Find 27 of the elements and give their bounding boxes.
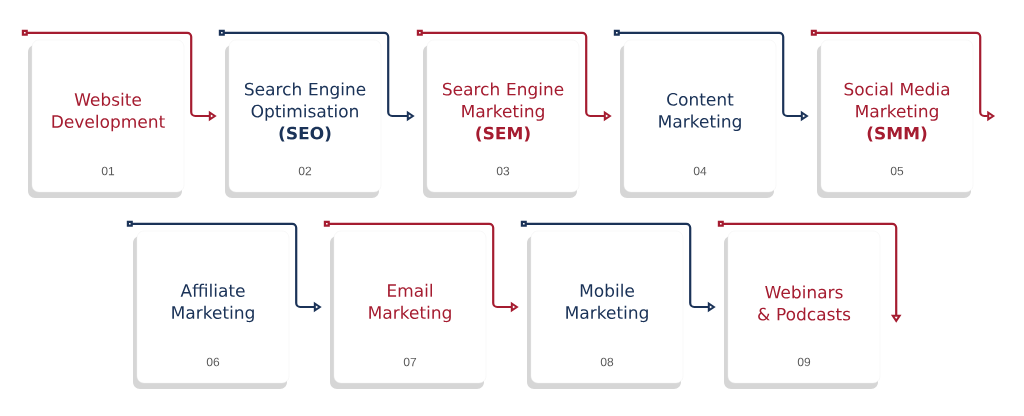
step-number: 01 — [101, 166, 115, 176]
step-number: 02 — [298, 166, 312, 176]
card-title: Social Media Marketing (SMM) — [844, 82, 950, 142]
card — [133, 230, 290, 389]
card-title: Content Marketing — [659, 92, 741, 132]
step-number: 03 — [496, 166, 510, 176]
step-number: 09 — [797, 357, 811, 367]
step-number: 04 — [693, 166, 707, 176]
card-title: Affiliate Marketing — [172, 283, 254, 323]
card — [527, 230, 684, 389]
card — [225, 39, 382, 198]
card — [330, 230, 487, 389]
card-title: Webinars & Podcasts — [758, 285, 851, 321]
step-number: 06 — [206, 357, 220, 367]
card-title: Mobile Marketing — [566, 283, 648, 323]
card-title: Email Marketing — [369, 283, 451, 323]
card — [620, 39, 777, 198]
step-number: 08 — [600, 357, 614, 367]
card-title: Search Engine Marketing (SEM) — [442, 82, 564, 142]
card — [817, 39, 974, 198]
step-number: 05 — [890, 166, 904, 176]
step-number: 07 — [403, 357, 417, 367]
card-title: Search Engine Optimisation (SEO) — [244, 82, 366, 142]
card-title: Website Development — [52, 92, 165, 132]
card — [28, 39, 185, 198]
card — [423, 39, 580, 198]
card — [724, 230, 881, 389]
